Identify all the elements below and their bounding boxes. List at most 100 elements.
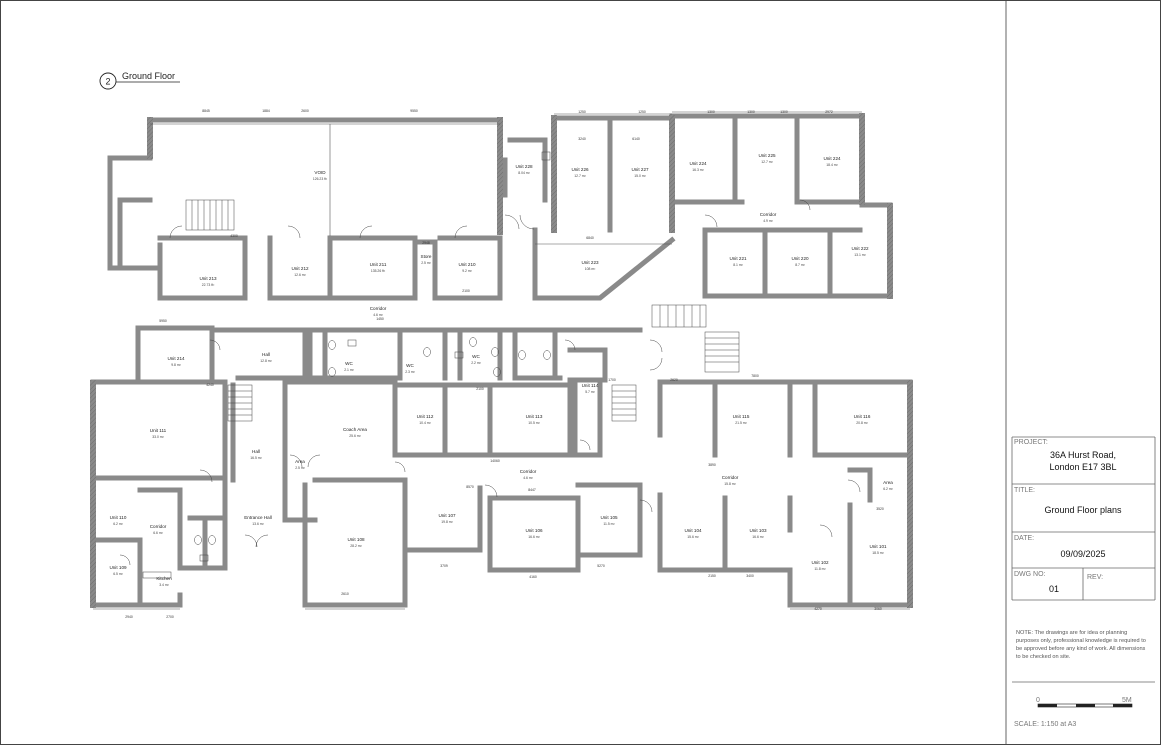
dimension-label: 1300 bbox=[707, 110, 715, 114]
room-name-r-corr_c: Corridor bbox=[520, 469, 537, 474]
dimension-label: 8447 bbox=[528, 488, 536, 492]
room-name-r-area2: Area bbox=[883, 480, 893, 485]
room-area-r224: 16.3 m² bbox=[692, 168, 704, 172]
room-name-r-c2: Corridor bbox=[760, 212, 777, 217]
room-name-r224b: Unit 224 bbox=[823, 156, 841, 161]
room-area-r223: 108 m² bbox=[585, 267, 596, 271]
room-area-r-wc3: 2.2 m² bbox=[471, 361, 481, 365]
room-area-r-corr_l: 6.6 m² bbox=[153, 531, 163, 535]
room-name-r108: Unit 108 bbox=[347, 537, 365, 542]
dimension-label: 8570 bbox=[466, 485, 474, 489]
room-area-r211: 135.26 ft² bbox=[371, 269, 386, 273]
sink-icon bbox=[199, 554, 209, 562]
room-name-r110: Unit 110 bbox=[110, 515, 127, 520]
room-area-r104: 15.6 m² bbox=[687, 535, 699, 539]
room-name-r221: Unit 221 bbox=[729, 256, 747, 261]
room-name-r-corr1: Corridor bbox=[370, 306, 387, 311]
scale-text: SCALE: 1:150 at A3 bbox=[1014, 721, 1076, 728]
room-name-r-kitchen: Kitchen bbox=[156, 576, 172, 581]
room-area-r116: 20.8 m² bbox=[856, 421, 868, 425]
room-name-r-corr_l: Corridor bbox=[150, 524, 167, 529]
dimension-label: 4160 bbox=[529, 575, 537, 579]
dimension-label: 2610 bbox=[341, 592, 349, 596]
room-name-r113: Unit 113 bbox=[526, 414, 543, 419]
dimension-label: 2150 bbox=[708, 574, 716, 578]
room-name-r-wc3: WC bbox=[472, 354, 480, 359]
toilet-icon bbox=[328, 367, 336, 377]
dimension-label: 2972 bbox=[825, 110, 833, 114]
room-area-r103: 16.6 m² bbox=[752, 535, 764, 539]
wc-fixtures bbox=[142, 151, 551, 579]
sink-icon bbox=[347, 339, 357, 347]
view-title: 2 Ground Floor bbox=[99, 71, 180, 90]
dimension-label: 2940 bbox=[125, 615, 133, 619]
room-name-r220: Unit 220 bbox=[791, 256, 809, 261]
room-area-r-area2: 6.2 m² bbox=[883, 487, 893, 491]
dimension-label: 5270 bbox=[597, 564, 605, 568]
room-name-r111: Unit 111 bbox=[150, 428, 167, 433]
drawing-title: Ground Floor plans bbox=[1044, 505, 1122, 515]
room-name-r106: Unit 106 bbox=[525, 528, 543, 533]
room-area-r102: 11.8 m² bbox=[814, 567, 826, 571]
room-name-r225: Unit 225 bbox=[758, 153, 776, 158]
room-name-r114: Unit 114 bbox=[582, 383, 599, 388]
dimension-label: 14060 bbox=[490, 459, 500, 463]
room-area-r110: 6.2 m² bbox=[113, 522, 123, 526]
room-area-r-store: 2.5 m² bbox=[421, 261, 431, 265]
room-name-r103: Unit 103 bbox=[749, 528, 767, 533]
room-area-r-wc1: 2.1 m² bbox=[344, 368, 354, 372]
room-name-r213: Unit 213 bbox=[199, 276, 217, 281]
room-area-r214: 9.8 m² bbox=[171, 363, 181, 367]
title-label: TITLE: bbox=[1014, 487, 1035, 494]
dimension-label: 2700 bbox=[166, 615, 174, 619]
room-name-r222: Unit 222 bbox=[851, 246, 869, 251]
room-area-r-area1: 2.5 m² bbox=[295, 466, 305, 470]
toilet-icon bbox=[423, 347, 431, 357]
room-name-r227: Unit 227 bbox=[631, 167, 649, 172]
room-name-r107: Unit 107 bbox=[438, 513, 456, 518]
title-block: PROJECT: 36A Hurst Road, London E17 3BL … bbox=[1011, 436, 1156, 728]
toilet-icon bbox=[493, 367, 501, 377]
room-area-r108: 28.2 m² bbox=[350, 544, 362, 548]
dimension-label: 2948 bbox=[422, 241, 430, 245]
room-area-r-wc2: 2.3 m² bbox=[405, 370, 415, 374]
room-area-r-void: 126.23 ft² bbox=[313, 177, 328, 181]
sink-icon bbox=[541, 151, 551, 161]
room-area-r212: 12.6 m² bbox=[294, 273, 306, 277]
dimension-label: 1450 bbox=[376, 317, 384, 321]
date-value: 09/09/2025 bbox=[1060, 549, 1105, 559]
dwg-label: DWG NO: bbox=[1014, 571, 1046, 578]
room-name-r105: Unit 105 bbox=[600, 515, 618, 520]
kitchen-counter bbox=[142, 571, 172, 579]
dwg-number: 01 bbox=[1049, 584, 1059, 594]
note-line-2: purposes only, professional knowledge is… bbox=[1016, 638, 1146, 644]
room-area-r-corr1: 4.6 m² bbox=[373, 313, 383, 317]
room-name-r210: Unit 210 bbox=[458, 262, 476, 267]
dimension-label: 2100 bbox=[476, 387, 484, 391]
room-area-r-corr_c: 4.6 m² bbox=[523, 476, 533, 480]
toilet-icon bbox=[518, 350, 526, 360]
project-address-line2: London E17 3BL bbox=[1049, 462, 1116, 472]
room-area-r227: 15.0 m² bbox=[634, 174, 646, 178]
toilet-icon bbox=[469, 337, 477, 347]
project-address-line1: 36A Hurst Road, bbox=[1050, 450, 1116, 460]
scale-end: 5M bbox=[1122, 697, 1132, 704]
room-area-r109: 6.5 m² bbox=[113, 572, 123, 576]
room-area-r222: 13.1 m² bbox=[854, 253, 866, 257]
dimension-label: 1700 bbox=[608, 378, 616, 382]
note-line-1: NOTE: The drawings are for idea or plann… bbox=[1016, 630, 1127, 636]
stairs bbox=[185, 199, 740, 422]
view-number-circle bbox=[99, 72, 117, 90]
room-area-r101: 18.5 m² bbox=[872, 551, 884, 555]
room-name-r109: Unit 109 bbox=[109, 565, 127, 570]
toilet-icon bbox=[543, 350, 551, 360]
room-name-r-void: VOID bbox=[314, 170, 326, 175]
dimension-label: 3890 bbox=[708, 463, 716, 467]
scale-start: 0 bbox=[1036, 697, 1040, 704]
room-name-r228: Unit 228 bbox=[515, 164, 533, 169]
toilet-icon bbox=[491, 347, 499, 357]
note-line-3: be approved before any kind of work. All… bbox=[1016, 646, 1146, 652]
dimension-label: 8845 bbox=[202, 109, 210, 113]
